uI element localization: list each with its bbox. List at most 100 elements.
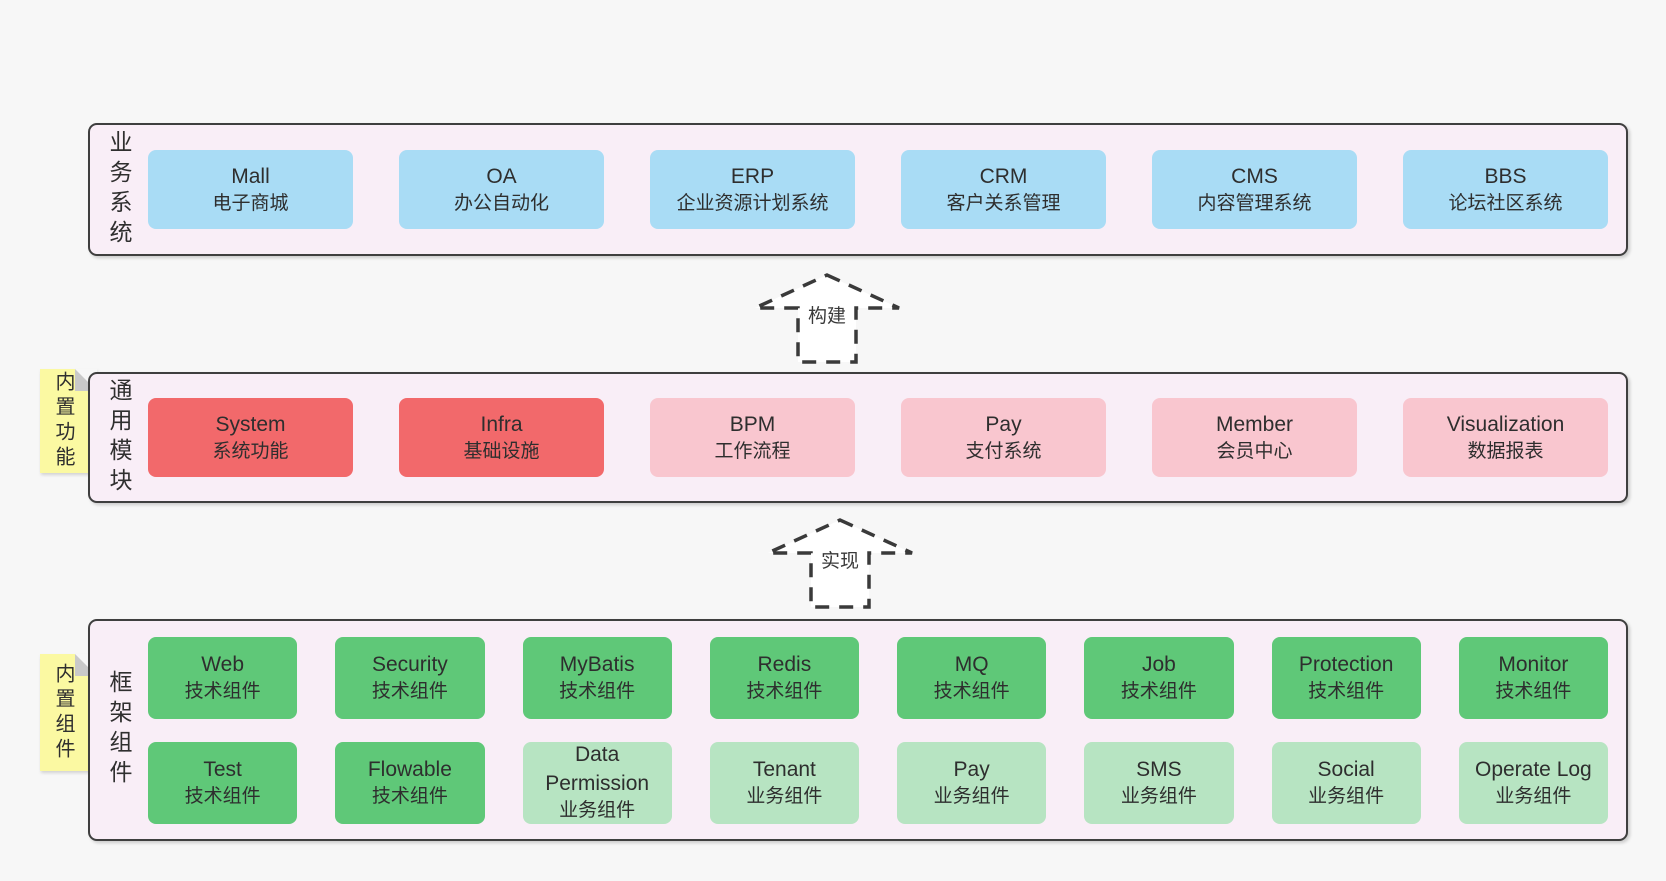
box-mall: Mall 电子商城 — [148, 150, 353, 229]
box-subtitle: 数据报表 — [1467, 440, 1544, 462]
box-subtitle: 技术组件 — [746, 680, 823, 702]
box-title: Infra — [480, 412, 523, 436]
box-member: Member 会员中心 — [1152, 398, 1357, 477]
box-web: Web 技术组件 — [148, 636, 298, 719]
box-title: CRM — [979, 164, 1028, 188]
box-subtitle: 内容管理系统 — [1197, 192, 1312, 214]
box-subtitle: 工作流程 — [714, 440, 791, 462]
box-title: MQ — [954, 652, 989, 676]
box-bbs: BBS 论坛社区系统 — [1403, 150, 1608, 229]
box-subtitle: 技术组件 — [371, 785, 448, 807]
box-pay: Pay 支付系统 — [901, 398, 1106, 477]
box-title: Operate Log — [1474, 757, 1592, 781]
box-subtitle: 技术组件 — [184, 680, 261, 702]
box-subtitle: 基础设施 — [463, 440, 540, 462]
box-title: Security — [371, 652, 448, 676]
box-subtitle: 论坛社区系统 — [1448, 192, 1563, 214]
box-redis: Redis 技术组件 — [709, 636, 859, 719]
box-title: BBS — [1484, 164, 1527, 188]
box-title: System — [215, 412, 286, 436]
box-title: OA — [486, 164, 517, 188]
box-subtitle: 技术组件 — [559, 680, 636, 702]
layer-label-components: 框架组件 — [90, 621, 148, 839]
box-subtitle: 技术组件 — [371, 680, 448, 702]
box-subtitle: 企业资源计划系统 — [676, 192, 829, 214]
box-subtitle: 业务组件 — [559, 800, 636, 822]
box-title: Monitor — [1498, 652, 1569, 676]
module-boxes: System 系统功能 Infra 基础设施 BPM 工作流程 Pay 支付系统… — [148, 374, 1626, 501]
box-mybatis: MyBatis 技术组件 — [522, 636, 672, 719]
box-subtitle: 技术组件 — [1120, 680, 1197, 702]
box-security: Security 技术组件 — [335, 636, 485, 719]
box-title: Member — [1215, 412, 1294, 436]
box-monitor: Monitor 技术组件 — [1458, 636, 1608, 719]
box-subtitle: 系统功能 — [212, 440, 289, 462]
business-boxes: Mall 电子商城 OA 办公自动化 ERP 企业资源计划系统 CRM 客户关系… — [148, 125, 1626, 254]
box-title: Tenant — [752, 757, 816, 781]
box-pay-business: Pay 业务组件 — [897, 741, 1047, 824]
box-title: Web — [201, 652, 245, 676]
component-row-1: Web 技术组件 Security 技术组件 MyBatis 技术组件 Redi… — [148, 636, 1608, 719]
box-subtitle: 办公自动化 — [453, 192, 549, 214]
layer-business-systems: 业务系统 Mall 电子商城 OA 办公自动化 ERP 企业资源计划系统 CRM… — [88, 123, 1628, 256]
box-data-permission: Data Permission 业务组件 — [522, 741, 672, 824]
box-operate-log: Operate Log 业务组件 — [1458, 741, 1608, 824]
box-subtitle: 电子商城 — [212, 192, 289, 214]
box-subtitle: 技术组件 — [1495, 680, 1572, 702]
component-row-2: Test 技术组件 Flowable 技术组件 Data Permission … — [148, 741, 1608, 824]
box-subtitle: 技术组件 — [184, 785, 261, 807]
box-job: Job 技术组件 — [1084, 636, 1234, 719]
box-title: Social — [1317, 757, 1375, 781]
box-infra: Infra 基础设施 — [399, 398, 604, 477]
box-subtitle: 技术组件 — [933, 680, 1010, 702]
sticky-tag-label: 内置组件 — [52, 662, 74, 763]
box-title: SMS — [1136, 757, 1182, 781]
box-title: Redis — [757, 652, 812, 676]
arrow-build: 构建 — [752, 272, 902, 365]
box-title: Flowable — [367, 757, 452, 781]
arrow-implement: 实现 — [765, 517, 915, 610]
box-system: System 系统功能 — [148, 398, 353, 477]
arrow-implement-label: 实现 — [817, 544, 863, 575]
box-mq: MQ 技术组件 — [897, 636, 1047, 719]
box-title: Pay — [985, 412, 1022, 436]
layer-label-modules: 通用模块 — [90, 374, 148, 501]
box-title: ERP — [730, 164, 775, 188]
box-sms: SMS 业务组件 — [1084, 741, 1234, 824]
box-title: Test — [203, 757, 242, 781]
box-tenant: Tenant 业务组件 — [709, 741, 859, 824]
box-title: MyBatis — [559, 652, 635, 676]
box-bpm: BPM 工作流程 — [650, 398, 855, 477]
box-subtitle: 会员中心 — [1216, 440, 1293, 462]
box-subtitle: 技术组件 — [1308, 680, 1385, 702]
box-title: Mall — [231, 164, 270, 188]
arrow-build-label: 构建 — [804, 299, 850, 330]
box-title: Visualization — [1446, 412, 1565, 436]
box-crm: CRM 客户关系管理 — [901, 150, 1106, 229]
layer-label-business: 业务系统 — [90, 125, 148, 254]
box-flowable: Flowable 技术组件 — [335, 741, 485, 824]
box-title: Protection — [1298, 652, 1394, 676]
box-cms: CMS 内容管理系统 — [1152, 150, 1357, 229]
box-title: Pay — [953, 757, 990, 781]
box-subtitle: 业务组件 — [1308, 785, 1385, 807]
box-subtitle: 支付系统 — [965, 440, 1042, 462]
box-subtitle: 客户关系管理 — [946, 192, 1061, 214]
box-oa: OA 办公自动化 — [399, 150, 604, 229]
box-visualization: Visualization 数据报表 — [1403, 398, 1608, 477]
box-title: BPM — [729, 412, 776, 436]
layer-common-modules: 通用模块 System 系统功能 Infra 基础设施 BPM 工作流程 Pay… — [88, 372, 1628, 503]
box-title: Data Permission — [545, 743, 650, 795]
layer-label-text: 通用模块 — [106, 377, 132, 498]
box-title: Job — [1141, 652, 1176, 676]
layer-framework-components: 框架组件 Web 技术组件 Security 技术组件 MyBatis 技术组件… — [88, 619, 1628, 841]
box-subtitle: 业务组件 — [1495, 785, 1572, 807]
box-protection: Protection 技术组件 — [1271, 636, 1421, 719]
component-boxes: Web 技术组件 Security 技术组件 MyBatis 技术组件 Redi… — [148, 621, 1626, 839]
box-social: Social 业务组件 — [1271, 741, 1421, 824]
box-test: Test 技术组件 — [148, 741, 298, 824]
layer-label-text: 业务系统 — [106, 129, 132, 250]
box-erp: ERP 企业资源计划系统 — [650, 150, 855, 229]
box-title: CMS — [1231, 164, 1278, 188]
